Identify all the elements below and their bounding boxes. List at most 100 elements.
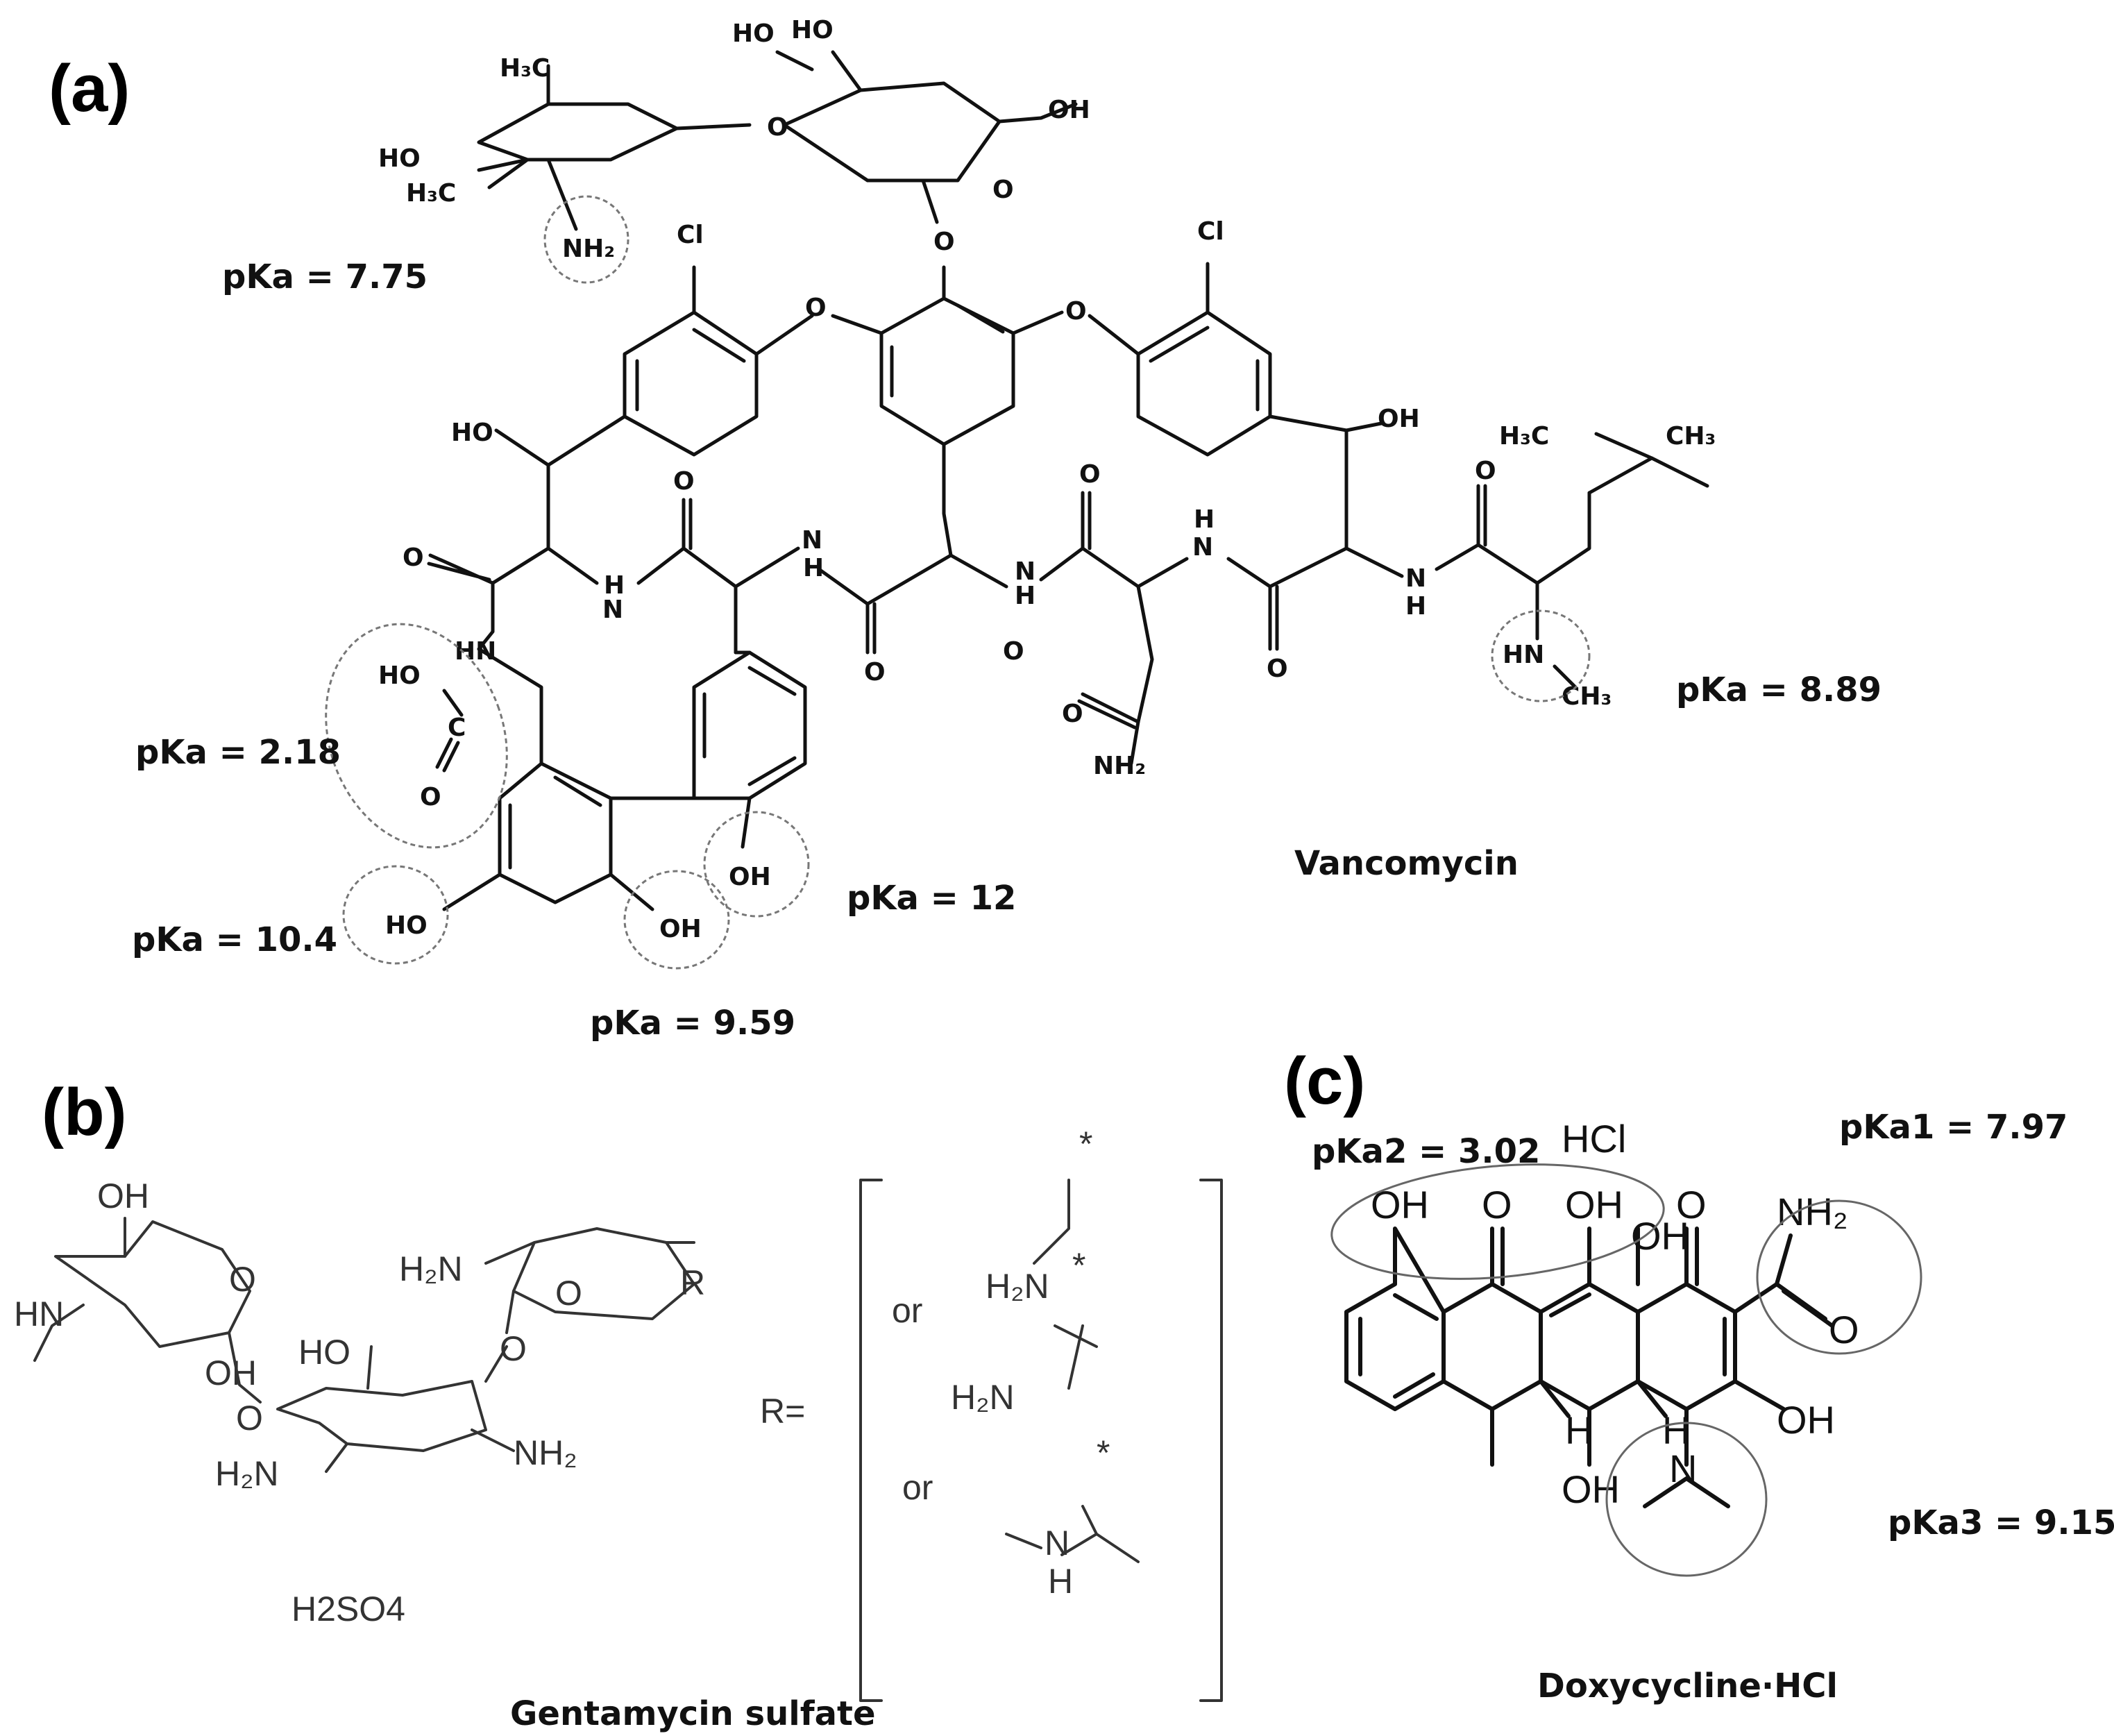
methyl-label-2: H₃C xyxy=(406,179,456,208)
aromatic-ring-left xyxy=(546,265,814,550)
phenol-hydroxyl: OH xyxy=(1371,1183,1429,1227)
garosamine-ring-oxygen: O xyxy=(229,1260,256,1299)
panel-c-doxycycline: (c) pKa2 = 3.02 HCl pKa1 = 7.97 pKa3 = 9… xyxy=(1284,1044,2114,1705)
pka-label-dimethylamine: pKa3 = 9.15 xyxy=(1888,1503,2114,1542)
carboxyl-hydroxyl: HO xyxy=(378,661,421,690)
amide-hn-left: HN xyxy=(455,637,496,666)
carboxyl-carbon: C xyxy=(448,714,466,742)
vancosamine-sugar-ring xyxy=(477,64,752,231)
deoxystreptamine-amine-1: H₂N xyxy=(215,1454,279,1493)
amide-nh-4-h: H xyxy=(1194,505,1215,534)
r-group-options xyxy=(1005,1179,1140,1563)
hydroxyl-sugar-label: HO xyxy=(378,144,421,173)
pka-circle-phenol-left xyxy=(342,865,449,965)
pka-circle-amide xyxy=(1756,1199,1922,1355)
amide-nh-1-n: N xyxy=(602,596,623,624)
amide-oxygen: O xyxy=(1829,1308,1859,1351)
pka-label-phenol-left: pKa = 10.4 xyxy=(132,920,337,959)
garosamine-hydroxyl-2: OH xyxy=(205,1354,257,1392)
r-option-1-amine: H₂N xyxy=(986,1267,1049,1306)
hydroxyl-left-benzylic: HO xyxy=(451,419,493,447)
methylamine-hn: HN xyxy=(1503,641,1544,669)
primary-amide-label: NH₂ xyxy=(1093,752,1146,780)
pka-circle-phenol-diketone xyxy=(1330,1163,1665,1280)
carboxyl-oxygen: O xyxy=(420,783,441,811)
aromatic-ring-center xyxy=(831,265,1064,557)
garosamine-hydroxyl: OH xyxy=(97,1177,149,1215)
chlorine-left-label: Cl xyxy=(677,221,704,249)
pka-circle-amine-sugar xyxy=(543,195,629,284)
panel-a-vancomycin: (a) H₃C HO H₃C NH₂ O HO HO OH O O xyxy=(49,16,1882,1043)
glucose-sugar-ring xyxy=(775,50,1078,224)
amide-nh-3-n: N xyxy=(1015,557,1035,586)
sugar-ring-oxygen: O xyxy=(992,176,1014,204)
hydroxyl-right-benzylic: OH xyxy=(1378,405,1420,433)
pka-label-phenol-diketone: pKa2 = 3.02 xyxy=(1312,1132,1540,1171)
r-equals-label: R= xyxy=(760,1392,805,1431)
panel-a-label: (a) xyxy=(49,51,130,126)
stereo-hydrogen-2: H xyxy=(1662,1408,1690,1452)
compound-name-vancomycin: Vancomycin xyxy=(1294,844,1519,883)
panel-b-gentamycin: (b) OH HN O OH O HO O H₂N NH₂ H₂N xyxy=(14,1075,1223,1733)
amide-nh-2-h: H xyxy=(803,554,824,582)
purpurosamine-ring-oxygen: O xyxy=(555,1274,582,1313)
carbonyl-oxygen-5: O xyxy=(1267,655,1288,683)
peptide-backbone xyxy=(427,432,1709,766)
sulfate-salt-label: H2SO4 xyxy=(291,1590,405,1628)
r-group-bracket xyxy=(859,1179,1223,1702)
amide-nh-1-h: H xyxy=(604,571,625,600)
ether-oxygen-left: O xyxy=(805,294,827,322)
compound-name-gentamycin: Gentamycin sulfate xyxy=(510,1694,876,1733)
amide-nh-5-h: H xyxy=(1405,592,1426,621)
ketone-oxygen-1: O xyxy=(1482,1183,1512,1227)
enol-hydroxyl: OH xyxy=(1565,1183,1623,1227)
pka-label-methylamine: pKa = 8.89 xyxy=(1676,671,1882,709)
ketone-oxygen-2: O xyxy=(1676,1183,1707,1227)
carbonyl-oxygen-2: O xyxy=(673,467,695,496)
sugar-hydroxyl-1: HO xyxy=(732,19,775,48)
pka-label-carboxyl: pKa = 2.18 xyxy=(135,733,341,772)
carbonyl-oxygen-6: O xyxy=(1475,457,1496,485)
phenol-hydroxyl-bottom: OH xyxy=(659,915,702,943)
hcl-salt-label: HCl xyxy=(1562,1117,1626,1161)
garosamine-methylamine: HN xyxy=(14,1295,64,1333)
purpurosamine-amine: H₂N xyxy=(399,1249,463,1288)
ether-oxygen-right: O xyxy=(1065,297,1087,326)
pka-circle-phenol-bottom xyxy=(623,870,730,970)
pka-label-phenol-right: pKa = 12 xyxy=(847,879,1016,918)
sugar-hydroxyl-3: OH xyxy=(1048,96,1090,124)
stereo-hydrogen-1: H xyxy=(1565,1408,1593,1452)
carbonyl-oxygen-4: O xyxy=(1079,460,1101,489)
deoxystreptamine-amine-2: NH₂ xyxy=(514,1433,577,1472)
aromatic-ring-right xyxy=(1088,262,1383,550)
dimethylamine-n: N xyxy=(1669,1447,1697,1490)
amine-sugar-label: NH₂ xyxy=(562,235,615,263)
pka-label-amide: pKa1 = 7.97 xyxy=(1839,1108,2068,1147)
ether-oxygen-top: O xyxy=(933,228,955,256)
r-or-2: or xyxy=(902,1468,933,1507)
r-or-1: or xyxy=(892,1291,922,1330)
pka-circle-dimethylamine xyxy=(1605,1422,1768,1577)
attachment-asterisk-1: * xyxy=(1079,1124,1092,1163)
panel-c-label: (c) xyxy=(1284,1044,1365,1118)
phenol-hydroxyl-right: OH xyxy=(729,863,771,891)
attachment-asterisk-2: * xyxy=(1072,1246,1085,1285)
glycoside-oxygen-2: O xyxy=(500,1329,527,1368)
amide-nh-4-n: N xyxy=(1192,533,1213,562)
glycoside-oxygen-label: O xyxy=(767,113,788,142)
methyl-label-1: H₃C xyxy=(500,54,550,83)
sugar-hydroxyl-2: HO xyxy=(791,16,834,44)
r-option-2-amine: H₂N xyxy=(951,1378,1015,1417)
isobutyl-methyl-2: CH₃ xyxy=(1666,422,1716,450)
r-option-3-n: N xyxy=(1045,1524,1069,1562)
carbonyl-oxygen-1: O xyxy=(403,543,424,572)
isobutyl-methyl-1: H₃C xyxy=(1499,422,1549,450)
methylamine-ch3: CH₃ xyxy=(1562,682,1612,711)
panel-b-label: (b) xyxy=(42,1075,127,1149)
carbonyl-oxygen-3: O xyxy=(864,658,886,686)
phenol-hydroxyl-left: HO xyxy=(385,911,428,940)
r-option-3-h: H xyxy=(1048,1562,1073,1601)
carbonyl-oxygen-8: O xyxy=(1062,700,1083,728)
pka-label-sugar-amine: pKa = 7.75 xyxy=(222,258,428,296)
